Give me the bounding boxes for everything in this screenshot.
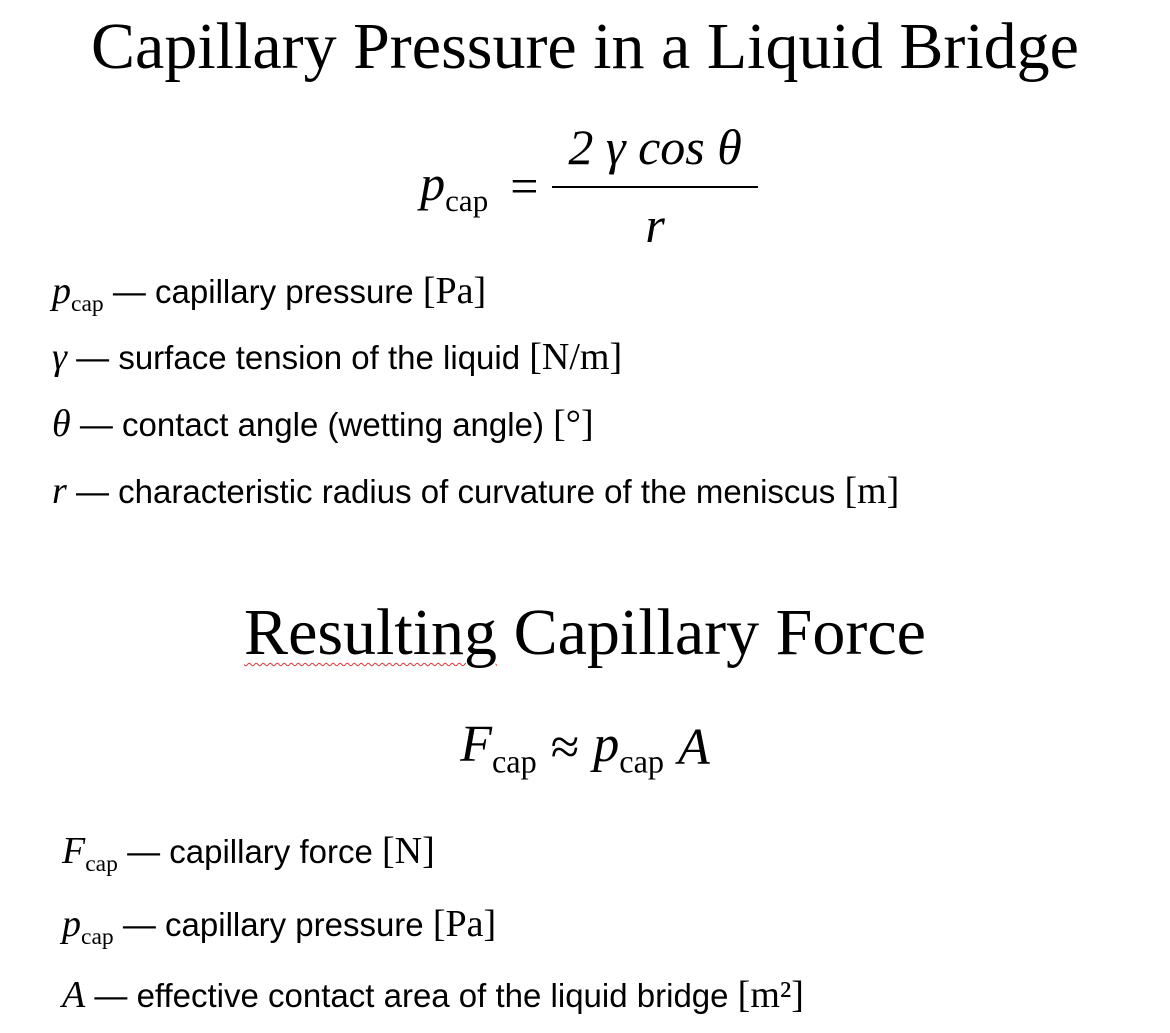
symbol: pcap bbox=[52, 270, 104, 318]
definition-item: pcap — capillary pressure [Pa] bbox=[62, 905, 496, 950]
heading-capillary-force: Resulting Capillary Force bbox=[244, 596, 926, 669]
definition-text: capillary force bbox=[169, 833, 373, 870]
eq-fraction: 2 γ cos θ r bbox=[552, 118, 758, 254]
symbol: θ bbox=[52, 403, 71, 445]
dash: — bbox=[79, 406, 113, 443]
eq-lhs: pcap bbox=[420, 154, 489, 218]
definition-item: γ — surface tension of the liquid [N/m] bbox=[52, 338, 622, 383]
dash: — bbox=[127, 833, 161, 870]
definition-item: θ — contact angle (wetting angle) [°] bbox=[52, 405, 594, 450]
dash: — bbox=[122, 906, 156, 943]
eq-rhs: pcap bbox=[593, 716, 664, 780]
unit: [m] bbox=[844, 470, 900, 512]
definition-text: characteristic radius of curvature of th… bbox=[118, 473, 836, 510]
eq-numerator: 2 γ cos θ bbox=[568, 119, 742, 175]
definition-item: pcap — capillary pressure [Pa] bbox=[52, 272, 486, 317]
eq-area: A bbox=[678, 719, 710, 777]
unit: [Pa] bbox=[422, 270, 487, 312]
eq-equals: = bbox=[510, 158, 539, 214]
symbol: r bbox=[52, 470, 67, 512]
unit: [N] bbox=[382, 830, 435, 872]
eq-approx: ≈ bbox=[550, 719, 580, 777]
unit: [Pa] bbox=[432, 903, 497, 945]
eq-lhs: Fcap bbox=[460, 716, 537, 780]
capillary-pressure-equation: pcap = 2 γ cos θ r bbox=[0, 118, 1170, 254]
definition-text: contact angle (wetting angle) bbox=[122, 406, 544, 443]
dash: — bbox=[112, 273, 146, 310]
dash: — bbox=[76, 339, 110, 376]
spellcheck-word[interactable]: Resulting bbox=[244, 596, 498, 669]
definition-item: A — effective contact area of the liquid… bbox=[62, 976, 804, 1021]
definition-text: effective contact area of the liquid bri… bbox=[136, 977, 729, 1014]
unit: [N/m] bbox=[529, 336, 623, 378]
symbol: γ bbox=[52, 336, 67, 378]
definition-item: Fcap — capillary force [N] bbox=[62, 832, 435, 877]
definition-item: r — characteristic radius of curvature o… bbox=[52, 472, 899, 517]
definition-text: capillary pressure bbox=[155, 273, 414, 310]
definition-text: surface tension of the liquid bbox=[118, 339, 521, 376]
definition-text: capillary pressure bbox=[165, 906, 424, 943]
unit: [°] bbox=[553, 403, 594, 445]
symbol: pcap bbox=[62, 903, 114, 951]
symbol: A bbox=[62, 974, 86, 1016]
eq-denominator: r bbox=[552, 186, 758, 254]
dash: — bbox=[75, 473, 109, 510]
symbol: Fcap bbox=[62, 830, 118, 878]
unit: [m²] bbox=[737, 974, 804, 1016]
dash: — bbox=[94, 977, 128, 1014]
capillary-force-equation: Fcap ≈ pcap A bbox=[0, 715, 1170, 780]
heading-capillary-pressure: Capillary Pressure in a Liquid Bridge bbox=[91, 10, 1079, 83]
